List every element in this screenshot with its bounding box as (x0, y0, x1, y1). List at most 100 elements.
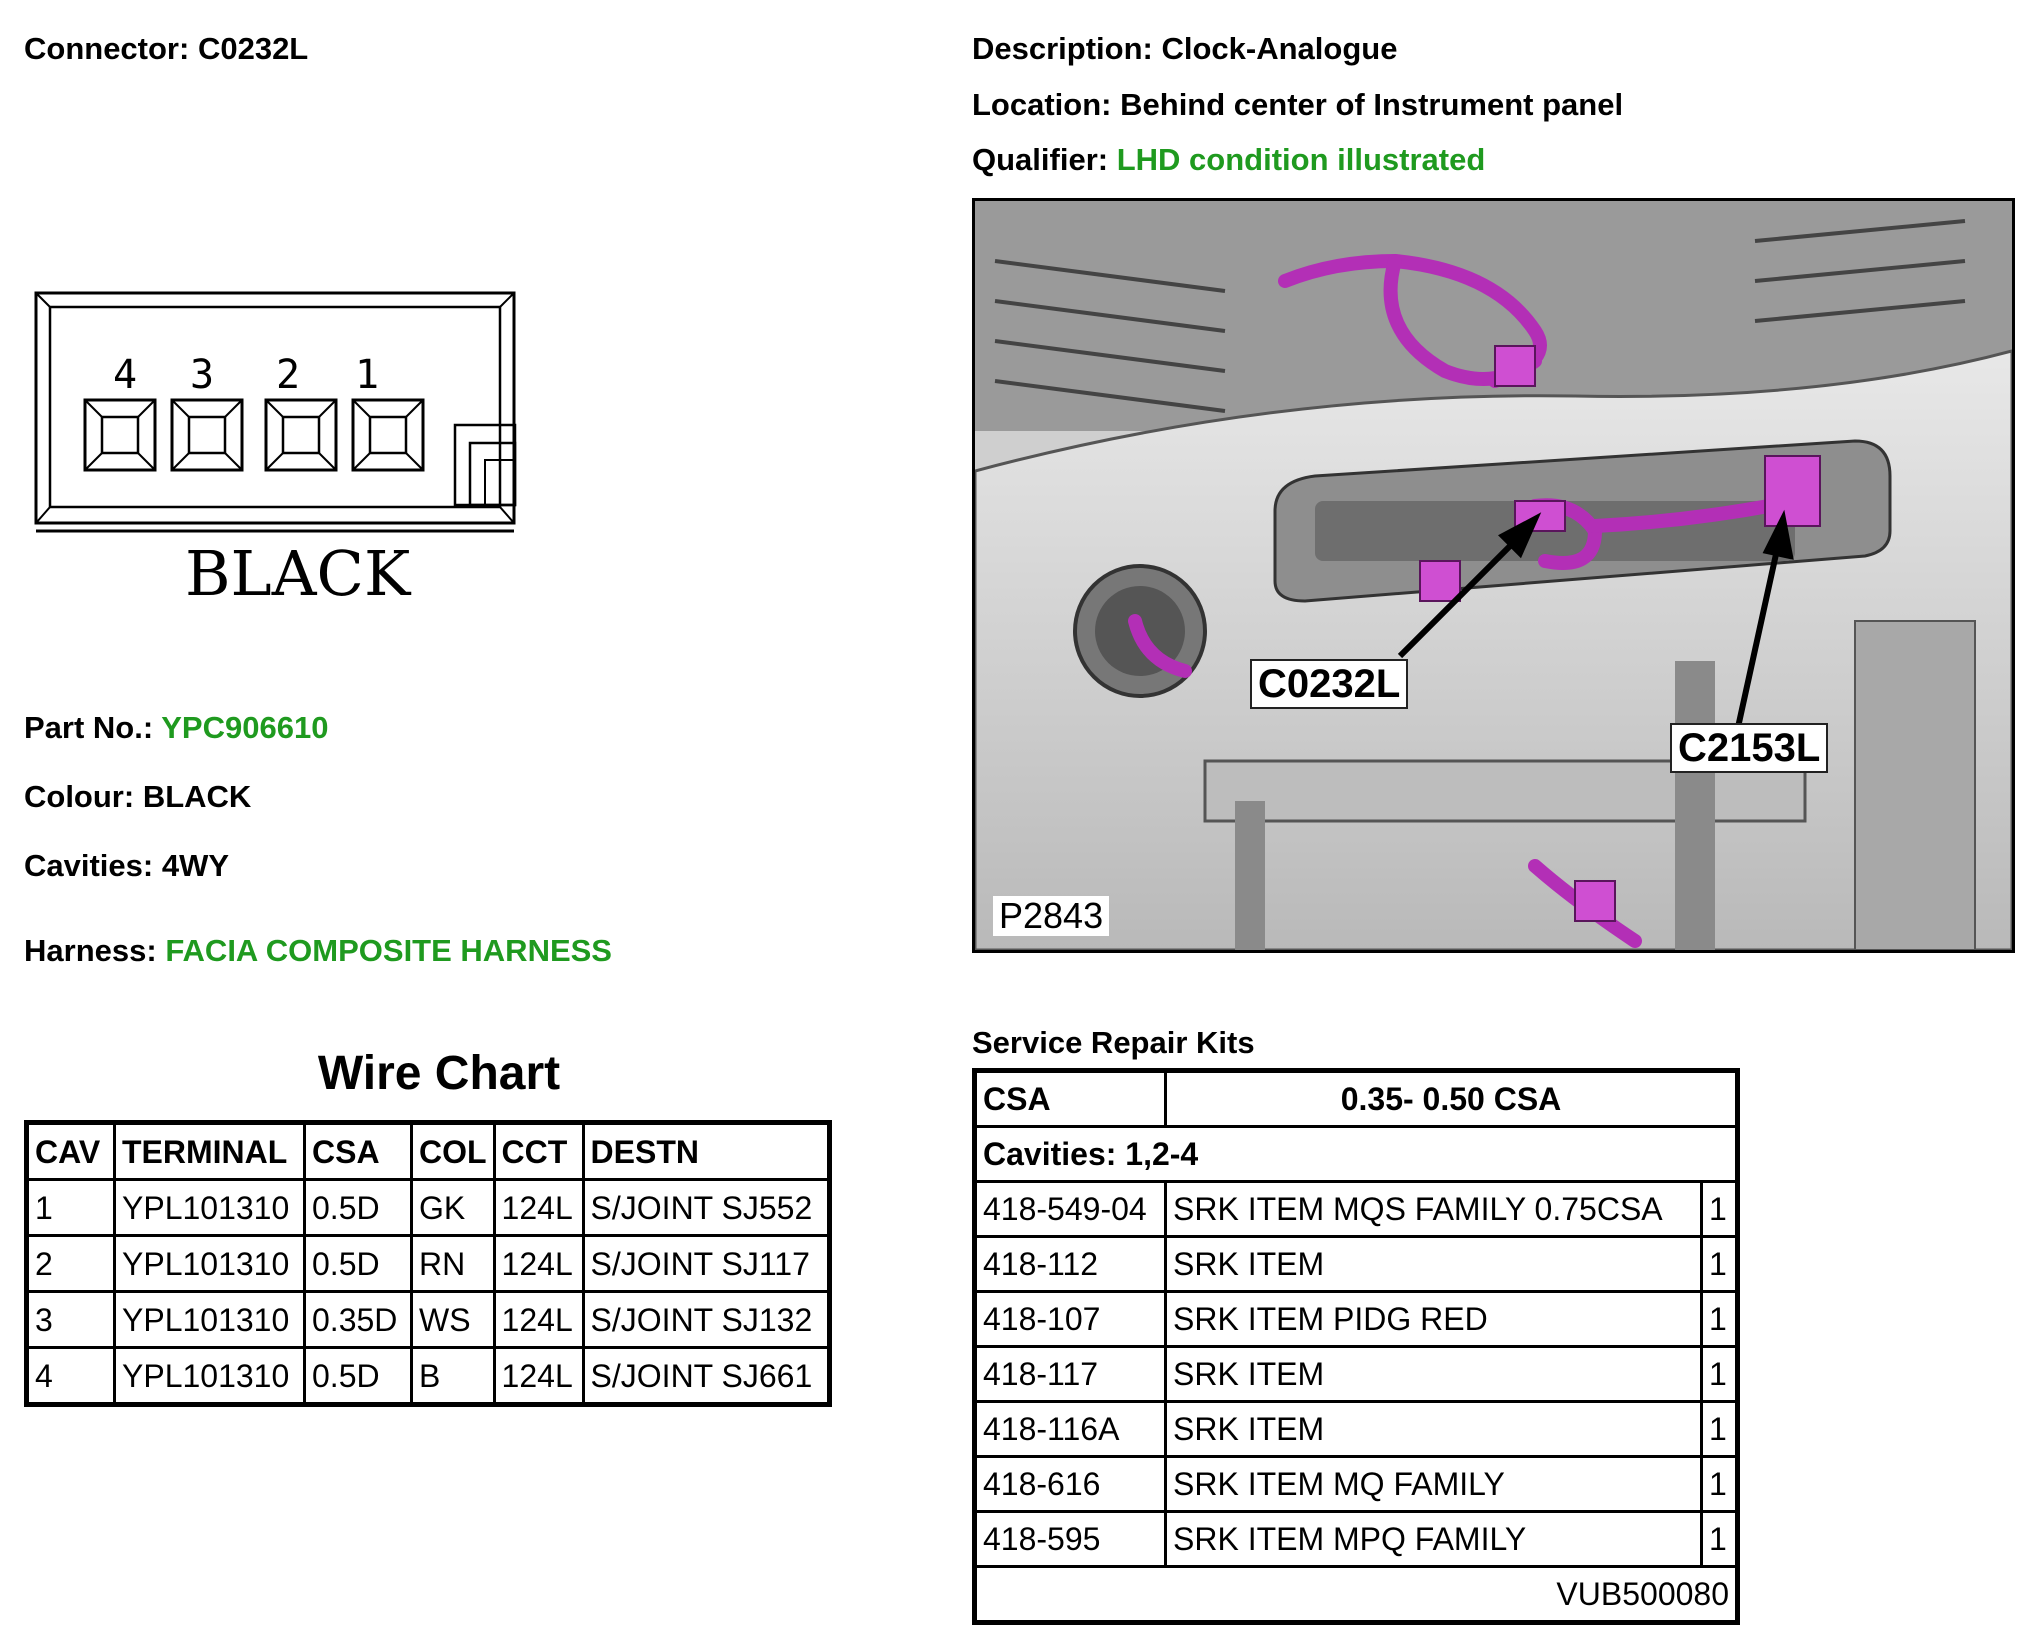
pin-label-2: 2 (276, 352, 300, 398)
callout-c0232l: C0232L (1250, 659, 1409, 709)
harness-label: Harness: (24, 933, 157, 968)
table-row: 418-595 SRK ITEM MPQ FAMILY 1 (973, 1510, 1739, 1568)
dashboard-illustration (975, 201, 2012, 950)
table-row: 418-117 SRK ITEM 1 (973, 1345, 1739, 1403)
qualifier-value: LHD condition illustrated (1116, 142, 1486, 177)
cell-csa: 0.35D (303, 1290, 413, 1349)
wire-chart-title: Wire Chart (317, 1047, 561, 1100)
callout-c2153l: C2153L (1670, 723, 1829, 773)
kits-csa-label: CSA (973, 1069, 1167, 1128)
kit-number: 418-595 (973, 1510, 1167, 1568)
kit-qty: 1 (1700, 1455, 1739, 1513)
pin-label-4: 4 (113, 352, 137, 398)
kit-qty: 1 (1700, 1345, 1739, 1403)
header-cct: CCT (492, 1121, 585, 1181)
cavities-line: Cavities: 4WY (24, 850, 229, 881)
part-no-label: Part No.: (24, 710, 154, 745)
kit-description: SRK ITEM (1164, 1235, 1703, 1293)
kit-number: 418-549-04 (973, 1180, 1167, 1238)
wire-chart-header: CAV TERMINAL CSA COL CCT DESTN (25, 1121, 831, 1181)
kit-description: SRK ITEM MQ FAMILY (1164, 1455, 1703, 1513)
cavity-4: 4 (83, 352, 157, 472)
cell-destn: S/JOINT SJ117 (581, 1234, 831, 1293)
location-value: Behind center of Instrument panel (1120, 87, 1624, 122)
location-label: Location: (972, 87, 1112, 122)
table-row: 418-616 SRK ITEM MQ FAMILY 1 (973, 1455, 1739, 1513)
cell-col: B (410, 1346, 496, 1406)
cell-cav: 2 (25, 1234, 116, 1293)
cell-cav: 1 (25, 1178, 116, 1237)
pin-label-3: 3 (190, 352, 214, 398)
table-row: 2 YPL101310 0.5D RN 124L S/JOINT SJ117 (25, 1234, 831, 1293)
cell-col: RN (410, 1234, 496, 1293)
cell-csa: 0.5D (303, 1178, 413, 1237)
kits-ref-row: VUB500080 (973, 1565, 1739, 1624)
kits-csa-value: 0.35- 0.50 CSA (1164, 1069, 1739, 1128)
connector-face-diagram: 4 3 2 1 BLACK (34, 291, 517, 605)
kit-description: SRK ITEM (1164, 1400, 1703, 1458)
kit-number: 418-117 (973, 1345, 1167, 1403)
wire-chart-table: CAV TERMINAL CSA COL CCT DESTN 1 YPL1013… (24, 1120, 832, 1407)
kits-csa-row: CSA 0.35- 0.50 CSA (973, 1069, 1739, 1128)
description-line: Description: Clock-Analogue (972, 33, 1397, 64)
colour-label: Colour: (24, 779, 135, 814)
kit-description: SRK ITEM PIDG RED (1164, 1290, 1703, 1348)
header-csa: CSA (303, 1121, 413, 1181)
kit-qty: 1 (1700, 1400, 1739, 1458)
cell-destn: S/JOINT SJ132 (581, 1290, 831, 1349)
header-terminal: TERMINAL (113, 1121, 306, 1181)
kit-number: 418-116A (973, 1400, 1167, 1458)
cell-terminal: YPL101310 (113, 1234, 306, 1293)
header-cav: CAV (25, 1121, 116, 1181)
kit-qty: 1 (1700, 1290, 1739, 1348)
cell-terminal: YPL101310 (113, 1346, 306, 1406)
pin-label-1: 1 (355, 352, 379, 398)
cell-terminal: YPL101310 (113, 1178, 306, 1237)
header-col: COL (410, 1121, 496, 1181)
part-no-value: YPC906610 (161, 710, 329, 745)
cell-cct: 124L (492, 1346, 585, 1406)
kit-number: 418-112 (973, 1235, 1167, 1293)
description-value: Clock-Analogue (1161, 31, 1398, 66)
table-row: 418-116A SRK ITEM 1 (973, 1400, 1739, 1458)
kits-cavities: Cavities: 1,2-4 (973, 1125, 1739, 1183)
photo-id: P2843 (993, 896, 1110, 936)
table-row: 4 YPL101310 0.5D B 124L S/JOINT SJ661 (25, 1346, 831, 1406)
kits-cavities-row: Cavities: 1,2-4 (973, 1125, 1739, 1183)
kit-description: SRK ITEM (1164, 1345, 1703, 1403)
part-no-line: Part No.: YPC906610 (24, 712, 328, 743)
location-line: Location: Behind center of Instrument pa… (972, 89, 1623, 120)
table-row: 418-549-04 SRK ITEM MQS FAMILY 0.75CSA 1 (973, 1180, 1739, 1238)
cell-col: GK (410, 1178, 496, 1237)
description-label: Description: (972, 31, 1153, 66)
kit-qty: 1 (1700, 1235, 1739, 1293)
connector-label: Connector: (24, 31, 190, 66)
cell-csa: 0.5D (303, 1234, 413, 1293)
connector-line: Connector: C0232L (24, 33, 308, 64)
table-row: 418-107 SRK ITEM PIDG RED 1 (973, 1290, 1739, 1348)
cell-cav: 3 (25, 1290, 116, 1349)
table-row: 418-112 SRK ITEM 1 (973, 1235, 1739, 1293)
location-photo: C0232L C2153L P2843 (972, 198, 2015, 953)
cell-cct: 124L (492, 1178, 585, 1237)
kit-description: SRK ITEM MPQ FAMILY (1164, 1510, 1703, 1568)
cell-destn: S/JOINT SJ552 (581, 1178, 831, 1237)
connector-value: C0232L (197, 31, 309, 66)
service-repair-kits-title: Service Repair Kits (972, 1025, 1255, 1060)
harness-line: Harness: FACIA COMPOSITE HARNESS (24, 935, 612, 966)
kit-number: 418-616 (973, 1455, 1167, 1513)
cell-col: WS (410, 1290, 496, 1349)
kit-description: SRK ITEM MQS FAMILY 0.75CSA (1164, 1180, 1703, 1238)
table-row: 1 YPL101310 0.5D GK 124L S/JOINT SJ552 (25, 1178, 831, 1237)
cavities-label: Cavities: (24, 848, 154, 883)
cavities-value: 4WY (161, 848, 230, 883)
cell-terminal: YPL101310 (113, 1290, 306, 1349)
kit-qty: 1 (1700, 1510, 1739, 1568)
cavity-1: 1 (351, 352, 425, 472)
kits-reference: VUB500080 (973, 1565, 1739, 1624)
cell-cct: 124L (492, 1234, 585, 1293)
table-row: 3 YPL101310 0.35D WS 124L S/JOINT SJ132 (25, 1290, 831, 1349)
harness-value: FACIA COMPOSITE HARNESS (165, 933, 612, 968)
cell-cct: 124L (492, 1290, 585, 1349)
kit-number: 418-107 (973, 1290, 1167, 1348)
